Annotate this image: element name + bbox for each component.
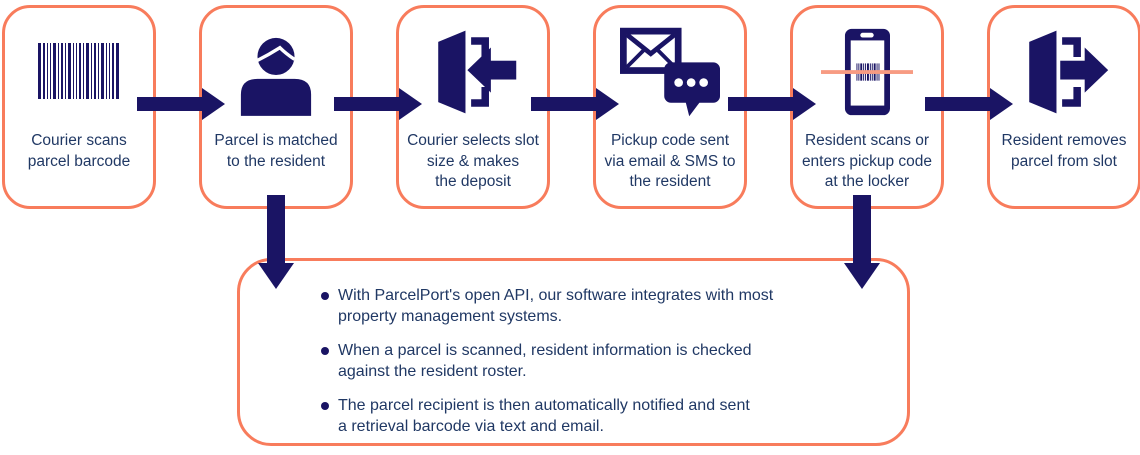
step-box-pickup-code-sent: Pickup code sent via email & SMS to the …	[593, 5, 747, 209]
down-arrow-from-step-5	[844, 195, 880, 289]
note-bullet: With ParcelPort's open API, our software…	[321, 285, 887, 327]
flow-arrow-3-4	[531, 88, 619, 120]
down-arrow-from-step-2	[258, 195, 294, 289]
flow-arrow-4-5	[728, 88, 816, 120]
slot-deposit-icon	[438, 30, 517, 114]
step-box-parcel-removed: Resident removes parcel from slot	[987, 5, 1140, 209]
barcode-icon	[38, 43, 119, 99]
slot-remove-icon	[1029, 30, 1109, 114]
step-label: Pickup code sent via email & SMS to the …	[604, 132, 736, 190]
scan-line	[821, 70, 913, 74]
step-label: Parcel is matched to the resident	[214, 132, 338, 170]
step-box-courier-scans: Courier scans parcel barcode	[2, 5, 156, 209]
email-sms-icon	[620, 27, 720, 117]
step-box-slot-deposit: Courier selects slot size & makes the de…	[396, 5, 550, 209]
note-bullet: The parcel recipient is then automatical…	[321, 395, 887, 437]
resident-icon	[240, 37, 312, 116]
flow-arrow-5-6	[925, 88, 1013, 120]
flow-arrow-2-3	[334, 88, 422, 120]
note-bullet-list: With ParcelPort's open API, our software…	[240, 261, 907, 437]
step-label: Resident removes parcel from slot	[1001, 132, 1127, 170]
integration-note-box: With ParcelPort's open API, our software…	[237, 258, 910, 446]
step-label: Courier scans parcel barcode	[27, 132, 131, 170]
note-bullet: When a parcel is scanned, resident infor…	[321, 340, 887, 382]
flow-arrow-1-2	[137, 88, 225, 120]
step-label: Courier selects slot size & makes the de…	[407, 132, 539, 190]
phone-scan-icon	[821, 28, 913, 116]
step-label: Resident scans or enters pickup code at …	[801, 132, 933, 190]
